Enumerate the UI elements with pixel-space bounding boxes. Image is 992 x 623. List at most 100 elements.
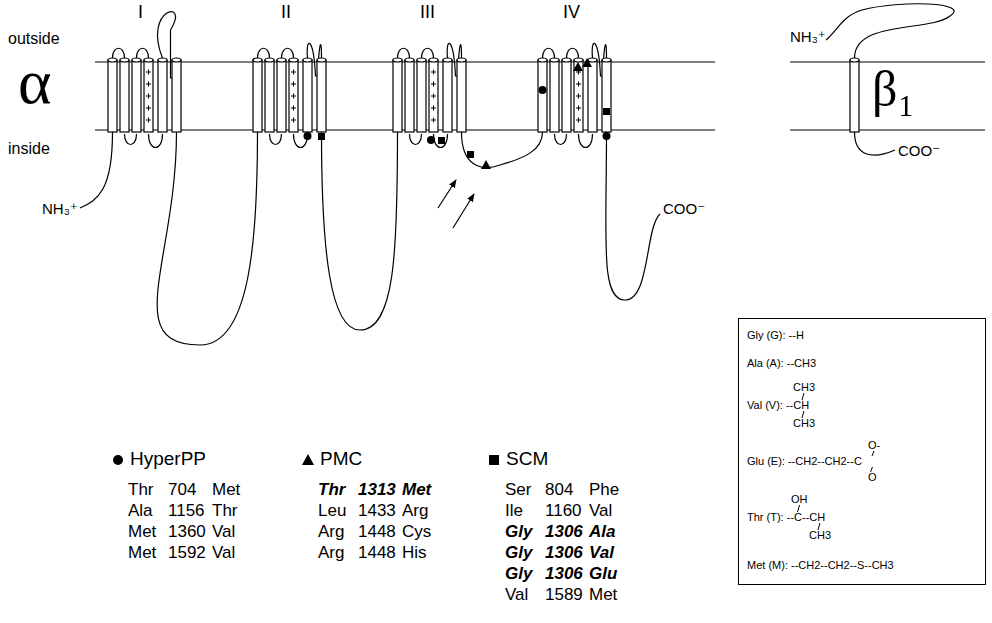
- helix-cylinder: [144, 60, 153, 132]
- helix-cylinder: [850, 60, 859, 132]
- mutation-cell: 1306: [545, 564, 583, 584]
- charge-plus: [576, 94, 581, 99]
- charge-plus: [576, 118, 581, 123]
- hyperpp-mark: [539, 86, 547, 94]
- charge-plus: [291, 118, 296, 123]
- domain: [253, 43, 326, 147]
- helix-cylinder: [277, 60, 286, 132]
- domain-number: IV: [563, 2, 580, 23]
- side-chain-text: Glu (E): --CH2--CH2--C: [747, 455, 862, 468]
- helix-loop: [398, 48, 410, 58]
- helix-cap: [588, 58, 597, 62]
- mutation-cell: Val: [589, 543, 614, 563]
- mutation-cell: His: [402, 543, 427, 563]
- helix-cylinder: [317, 60, 326, 132]
- mutation-cell: Cys: [402, 522, 431, 542]
- helix-loop: [543, 48, 555, 58]
- mutation-cell: Val: [589, 501, 612, 521]
- domain-number: I: [138, 2, 143, 23]
- mutation-cell: Val: [505, 585, 528, 605]
- mutation-cell: Thr: [128, 480, 154, 500]
- mutation-cell: 1160: [545, 501, 582, 521]
- helix-cylinder: [289, 60, 298, 132]
- mutation-cell: Leu: [318, 501, 346, 521]
- mutation-cell: 1360: [168, 522, 206, 542]
- mutation-cell: Met: [128, 522, 156, 542]
- helix-cylinder: [429, 60, 438, 132]
- helix-cap: [405, 58, 414, 62]
- helix-cylinder: [120, 60, 129, 132]
- mutation-cell: 1589: [545, 585, 583, 605]
- helix-cap: [850, 58, 859, 62]
- linker-loop: [322, 132, 398, 330]
- mutation-cell: 704: [168, 480, 196, 500]
- charge-plus: [576, 106, 581, 111]
- domain: [393, 43, 466, 147]
- helix-loop: [410, 134, 422, 145]
- terminus-label: COO⁻: [663, 200, 705, 217]
- hyperpp-mark: [427, 136, 435, 144]
- domain: [108, 12, 181, 148]
- helix-cap: [393, 58, 402, 62]
- mutation-cell: Gly: [505, 522, 532, 542]
- legend-item: PMC: [302, 448, 362, 470]
- terminus-label: COO⁻: [898, 142, 940, 159]
- side-chain-text: O: [868, 471, 877, 484]
- legend-item: SCM: [488, 448, 548, 470]
- mutation-cell: 1592: [168, 543, 206, 563]
- helix-loop: [149, 134, 163, 148]
- side-chain-text: Gly (G): --H: [747, 329, 804, 342]
- scm-mark: [603, 108, 610, 115]
- helix-cap: [172, 58, 181, 62]
- side-chain-text: O-: [868, 439, 880, 452]
- membrane-line: [790, 129, 985, 130]
- helix-cylinder: [538, 60, 547, 132]
- helix-loop: [113, 48, 125, 58]
- scm-mark: [318, 133, 325, 140]
- helix-cap: [253, 58, 262, 62]
- mutation-cell: Met: [212, 480, 240, 500]
- mutation-cell: 1156: [168, 501, 205, 521]
- linker-loop: [157, 132, 257, 345]
- linker-loop: [462, 132, 543, 167]
- side-chain-text: CH3: [809, 529, 831, 542]
- charge-plus: [431, 118, 436, 123]
- subunit-name: α: [18, 50, 52, 114]
- legend-symbol: [488, 454, 500, 466]
- beta-loop: [826, 4, 954, 58]
- side-chain-text: CH3: [793, 417, 815, 430]
- charge-plus: [431, 94, 436, 99]
- c-terminus: [606, 132, 660, 300]
- mutation-cell: Met: [402, 480, 431, 500]
- legend-item: HyperPP: [112, 448, 206, 470]
- side-chain-text: CH3: [793, 381, 815, 394]
- terminus-label: NH₃⁺: [42, 200, 78, 217]
- helix-loop: [270, 134, 282, 145]
- charge-plus: [146, 82, 151, 87]
- helix-loop: [282, 48, 294, 58]
- bond-line: [802, 393, 804, 400]
- charge-plus: [291, 70, 296, 75]
- helix-loop: [422, 48, 434, 58]
- charge-plus: [146, 70, 151, 75]
- charge-plus: [291, 94, 296, 99]
- charge-plus: [431, 106, 436, 111]
- charge-plus: [431, 82, 436, 87]
- charge-plus: [146, 106, 151, 111]
- helix-cap: [443, 58, 452, 62]
- helix-cylinder: [457, 60, 466, 132]
- side-chain-text: Thr (T): --C--CH: [747, 511, 825, 524]
- helix-loop: [434, 134, 448, 148]
- side-chain-text: Ala (A): --CH3: [747, 357, 816, 370]
- mutation-cell: Met: [589, 585, 617, 605]
- subunit-name: β₁: [872, 64, 915, 114]
- mutation-cell: Arg: [318, 522, 344, 542]
- legend-text: SCM: [506, 448, 548, 469]
- helix-cap: [303, 58, 312, 62]
- side-label: inside: [8, 140, 50, 158]
- helix-cylinder: [158, 60, 167, 132]
- mutation-cell: Val: [212, 543, 235, 563]
- domain: [538, 43, 611, 147]
- mutation-cell: Gly: [505, 543, 532, 563]
- terminus-label: NH₃⁺: [790, 28, 826, 45]
